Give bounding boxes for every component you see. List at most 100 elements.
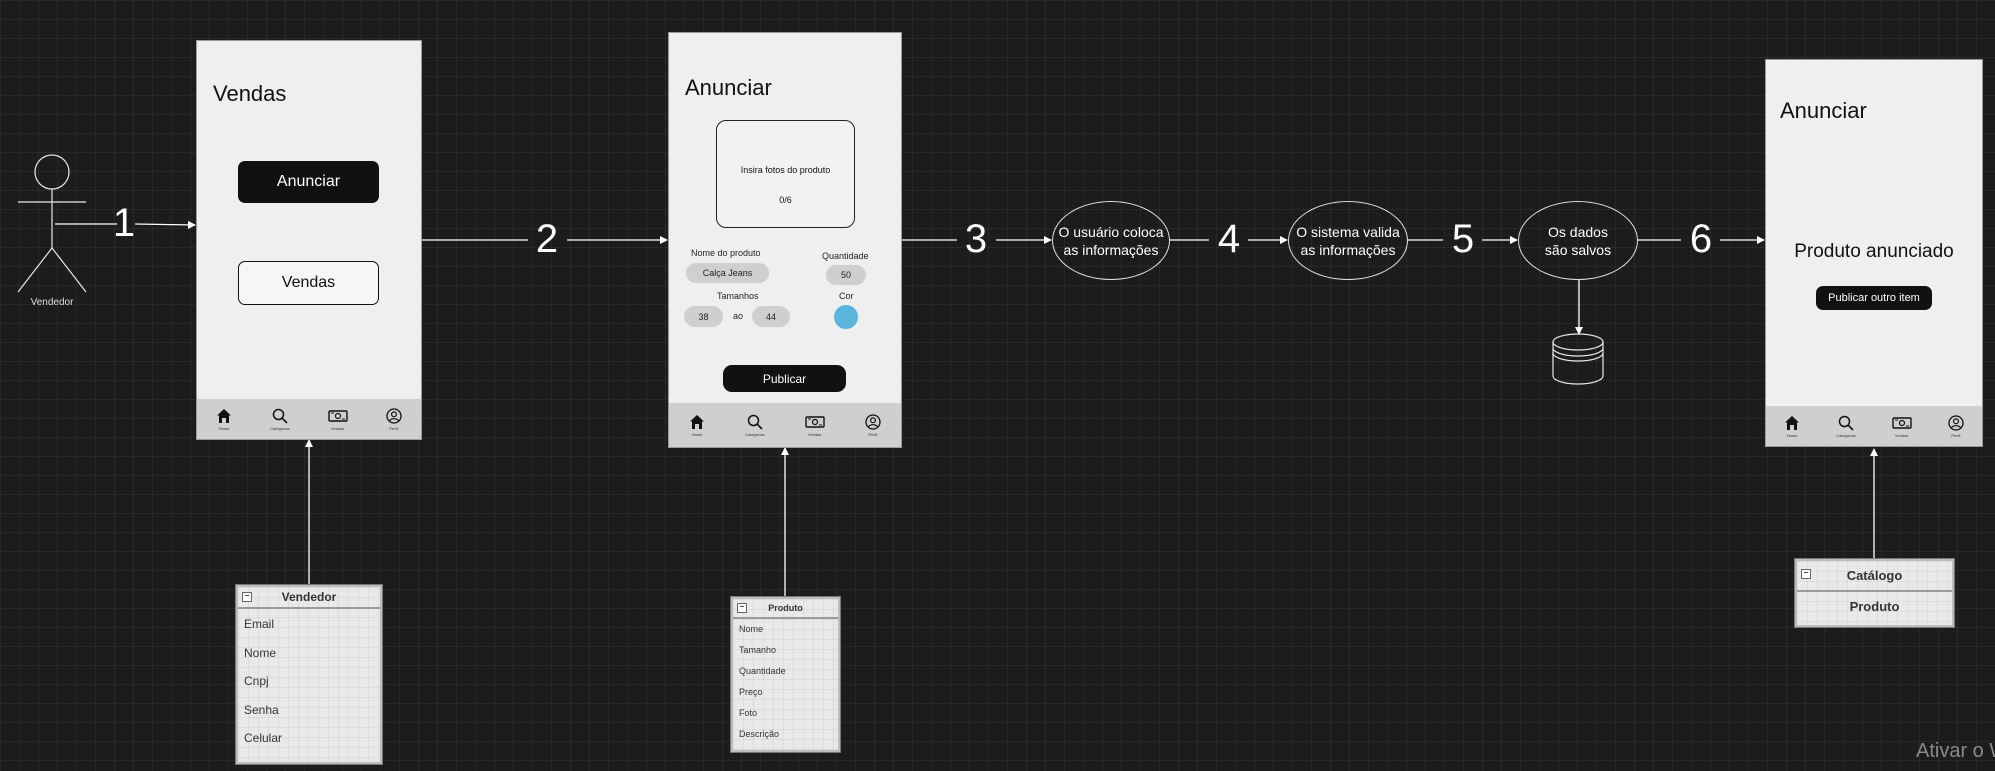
nav-sales[interactable]: Vendas <box>1892 415 1912 438</box>
quantidade-input[interactable]: 50 <box>826 265 866 285</box>
screen-vendas: Vendas Anunciar Vendas Home Categorias V… <box>196 40 422 440</box>
entity-vendedor-header: − Vendedor <box>238 587 380 609</box>
nav-search[interactable]: Categorias <box>1836 415 1856 438</box>
process-data-saved: Os dados são salvos <box>1518 201 1638 280</box>
nav-profile[interactable]: Perfil <box>865 413 881 437</box>
screen-anunciado-title: Anunciar <box>1780 98 1867 123</box>
nav-search-label: Categorias <box>1836 432 1856 438</box>
profile-icon <box>1948 414 1964 431</box>
step-1-number: 1 <box>112 201 136 245</box>
activation-watermark: Ativar o W <box>1916 740 1995 762</box>
entity-vendedor-field: Senha <box>244 702 279 717</box>
screen-anunciar-title: Anunciar <box>685 75 772 100</box>
publicar-outro-item-button[interactable]: Publicar outro item <box>1816 286 1932 310</box>
home-icon <box>690 414 705 429</box>
entity-catalogo-name: Catálogo <box>1846 568 1903 583</box>
screen-anunciar-form: Anunciar Insira fotos do produto 0/6 Nom… <box>668 32 902 448</box>
collapse-icon[interactable]: − <box>1801 569 1811 579</box>
entity-vendedor-field: Nome <box>244 645 277 660</box>
entity-produto-header: − Produto <box>733 599 838 619</box>
photo-upload-prompt: Insira fotos do produto <box>740 165 831 175</box>
step-2-number: 2 <box>535 217 559 261</box>
search-icon <box>1838 415 1854 431</box>
anunciar-button[interactable]: Anunciar <box>238 161 379 203</box>
process-data-saved-text: Os dados são salvos <box>1544 223 1612 258</box>
money-icon <box>805 415 825 428</box>
nav-home[interactable]: Home <box>216 408 232 431</box>
tamanho-separator: ao <box>733 311 744 321</box>
vendas-button[interactable]: Vendas <box>238 261 379 305</box>
nav-profile[interactable]: Perfil <box>386 407 402 431</box>
screen-produto-anunciado: Anunciar Produto anunciado Publicar outr… <box>1765 59 1983 447</box>
cor-label: Cor <box>839 291 854 301</box>
step-3-number: 3 <box>964 217 988 261</box>
collapse-icon[interactable]: − <box>737 603 747 613</box>
nav-home[interactable]: Home <box>689 414 705 437</box>
money-icon <box>328 409 348 422</box>
collapse-icon[interactable]: − <box>242 592 252 602</box>
entity-catalogo[interactable]: − Catálogo Produto <box>1794 558 1955 628</box>
tamanhos-label: Tamanhos <box>717 291 759 301</box>
nav-search-label: Categorias <box>270 425 290 431</box>
produto-anunciado-message: Produto anunciado <box>1794 241 1954 262</box>
bottom-navbar: Home Categorias Vendas Perfil <box>669 403 901 447</box>
actor-label: Vendedor <box>30 297 74 308</box>
nav-home-label: Home <box>691 431 703 437</box>
entity-vendedor-field: Celular <box>244 731 283 745</box>
nav-profile[interactable]: Perfil <box>1948 414 1964 438</box>
nav-sales-label: Vendas <box>331 425 345 431</box>
home-icon <box>217 408 232 423</box>
database-icon <box>1552 333 1604 385</box>
entity-produto-field: Foto <box>739 708 758 718</box>
nome-input[interactable]: Calça Jeans <box>686 263 769 283</box>
tamanho-max-input[interactable]: 44 <box>752 306 790 327</box>
nav-profile-label: Perfil <box>389 425 399 431</box>
nav-home[interactable]: Home <box>1784 415 1800 438</box>
entity-produto-field: Descrição <box>739 729 780 739</box>
nav-sales[interactable]: Vendas <box>805 414 825 437</box>
process-system-validates-text: O sistema valida as informações <box>1296 223 1400 258</box>
profile-icon <box>386 407 402 424</box>
entity-produto-field: Nome <box>739 624 764 634</box>
entity-produto-field: Tamanho <box>739 645 777 655</box>
step-6-number: 6 <box>1689 217 1713 261</box>
search-icon <box>272 408 288 424</box>
bottom-navbar: Home Categorias Vendas Perfil <box>1766 406 1982 446</box>
entity-vendedor-field: Email <box>244 617 275 631</box>
actor-figure <box>17 154 87 293</box>
home-icon <box>1785 415 1800 430</box>
nav-search-label: Categorias <box>745 431 765 437</box>
nav-home-label: Home <box>218 425 230 431</box>
money-icon <box>1892 416 1912 429</box>
entity-vendedor[interactable]: − Vendedor Email Nome Cnpj Senha Celular <box>235 584 383 765</box>
quantidade-label: Quantidade <box>822 251 869 261</box>
photo-upload-box[interactable]: Insira fotos do produto 0/6 <box>716 120 855 228</box>
process-user-inputs-text: O usuário coloca as informações <box>1058 223 1164 258</box>
screen-vendas-title: Vendas <box>213 81 287 106</box>
entity-vendedor-field: Cnpj <box>244 674 269 688</box>
nav-sales-label: Vendas <box>1895 432 1909 438</box>
nome-label: Nome do produto <box>691 248 761 258</box>
bottom-navbar: Home Categorias Vendas Perfil <box>197 399 421 439</box>
entity-vendedor-name: Vendedor <box>281 590 337 604</box>
step-5-number: 5 <box>1451 217 1475 261</box>
nav-profile-label: Perfil <box>1951 432 1961 438</box>
entity-produto[interactable]: − Produto Nome Tamanho Quantidade Preço … <box>730 596 841 753</box>
process-system-validates: O sistema valida as informações <box>1288 201 1408 280</box>
step-4-number: 4 <box>1217 217 1241 261</box>
cor-swatch[interactable] <box>834 305 858 329</box>
publicar-button[interactable]: Publicar <box>723 365 846 392</box>
tamanho-min-input[interactable]: 38 <box>684 306 723 327</box>
nav-sales[interactable]: Vendas <box>328 408 348 431</box>
entity-produto-field: Quantidade <box>739 666 786 676</box>
photo-upload-count: 0/6 <box>779 195 792 205</box>
process-user-inputs: O usuário coloca as informações <box>1052 201 1170 280</box>
nav-search[interactable]: Categorias <box>270 408 290 431</box>
nav-search[interactable]: Categorias <box>745 414 765 437</box>
entity-produto-field: Preço <box>739 687 763 697</box>
search-icon <box>747 414 763 430</box>
nav-sales-label: Vendas <box>808 431 822 437</box>
nav-home-label: Home <box>1786 432 1798 438</box>
profile-icon <box>865 413 881 430</box>
nav-profile-label: Perfil <box>868 431 878 437</box>
